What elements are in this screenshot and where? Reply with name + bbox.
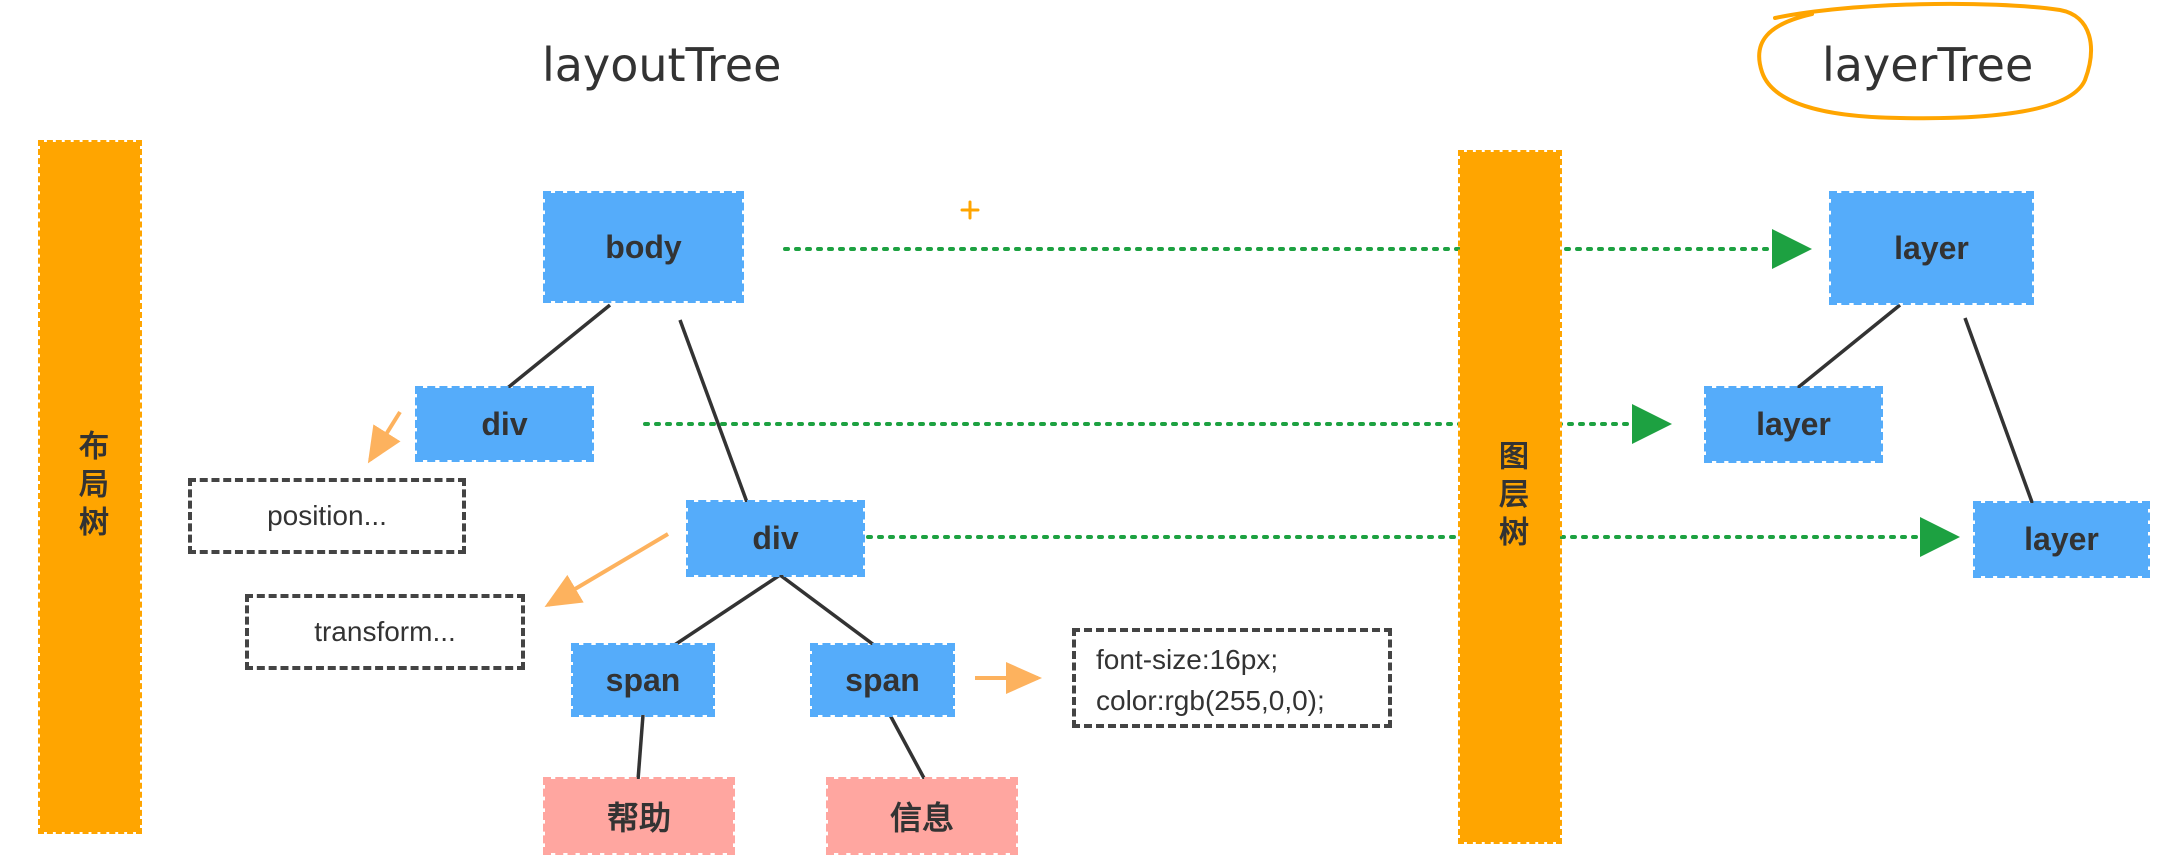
cursor-sparkle-icon [960,200,980,220]
note-style: font-size:16px; color:rgb(255,0,0); [1072,628,1392,728]
edge-span2-text2 [888,714,927,781]
node-div-2: div [686,500,865,577]
edge-body-div1 [503,303,612,392]
note-style-line-1: font-size:16px; [1096,644,1279,675]
annotation-arrow-position [367,410,402,464]
edge-div2-span1 [669,573,781,650]
edge-span1-text1 [636,714,645,781]
layer-node-child-2: layer [1973,501,2150,578]
note-transform-text: transform... [314,616,456,647]
node-text-help: 帮助 [543,777,735,855]
note-style-line-2: color:rgb(255,0,0); [1096,684,1325,716]
layer-tree-title: layerTree [1822,38,2034,92]
layout-tree-bar: 布局树 [38,140,142,834]
note-position-text: position... [267,500,387,531]
layer-tree-bar-label: 图层树 [1493,440,1528,554]
edge-layer-root-child2 [1963,317,2035,506]
layer-node-root: layer [1829,191,2034,305]
node-text-info: 信息 [826,777,1018,855]
layout-tree-title: layoutTree [542,38,782,92]
node-body: body [543,191,744,303]
node-div-1: div [415,386,594,462]
highlight-circle [1757,1,2093,121]
note-transform: transform... [245,594,525,670]
edge-layer-root-child1 [1793,303,1902,392]
layer-node-child-1: layer [1704,386,1883,463]
node-span-2: span [810,643,955,717]
layout-tree-bar-label: 布局树 [73,430,108,544]
note-position: position... [188,478,466,554]
edge-div2-span2 [778,573,880,650]
annotation-arrow-transform [544,532,670,608]
edge-body-div2 [678,319,750,506]
layer-tree-bar: 图层树 [1458,150,1562,844]
node-span-1: span [571,643,715,717]
